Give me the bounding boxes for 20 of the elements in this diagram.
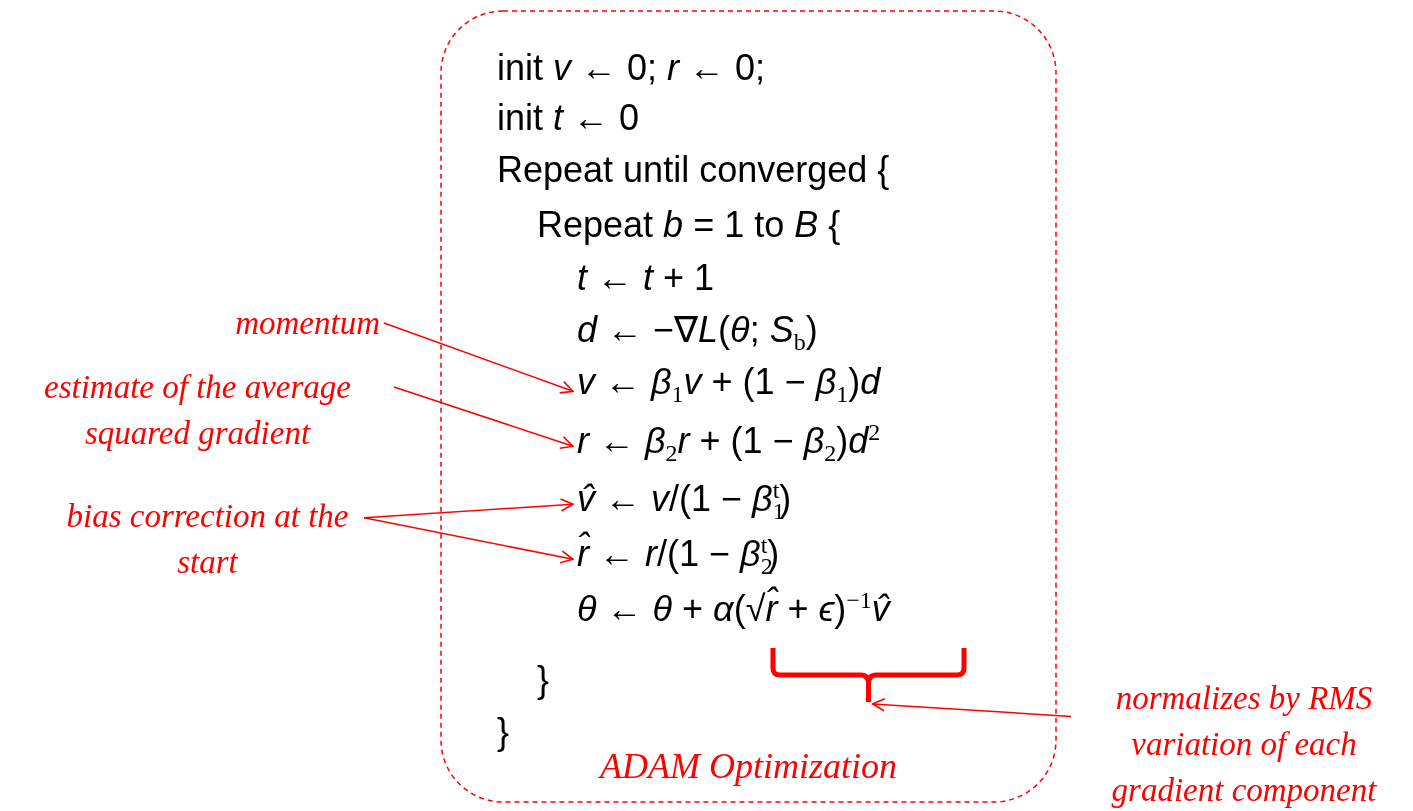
- leader-arrow: [393, 386, 574, 449]
- annotation: normalizes by RMS variation of each gradient component: [1075, 675, 1413, 811]
- code-line: }: [497, 706, 510, 758]
- code-line: Repeat until converged {: [497, 144, 890, 196]
- leader-arrow: [363, 498, 574, 519]
- dashed-panel: [440, 10, 1057, 803]
- annotation: bias correction at the start: [55, 493, 360, 585]
- code-line: }: [537, 654, 550, 706]
- code-line: init v ← 0; r ← 0;: [497, 42, 766, 94]
- annotation: momentum: [170, 300, 380, 346]
- code-line: t ← t + 1: [577, 252, 715, 304]
- code-line: Repeat b = 1 to B {: [537, 199, 841, 251]
- leader-arrow: [383, 322, 574, 394]
- code-line: θ ← θ + α(√r̂ + ϵ)$^{−1}$v̂: [577, 574, 890, 635]
- curly-brace: [770, 648, 967, 702]
- leader-arrow: [871, 697, 1072, 718]
- panel-title: ADAM Optimization: [597, 745, 898, 787]
- code-line: init t ← 0: [497, 92, 640, 144]
- annotation: estimate of the average squared gradient: [5, 364, 390, 456]
- leader-arrow: [363, 517, 574, 564]
